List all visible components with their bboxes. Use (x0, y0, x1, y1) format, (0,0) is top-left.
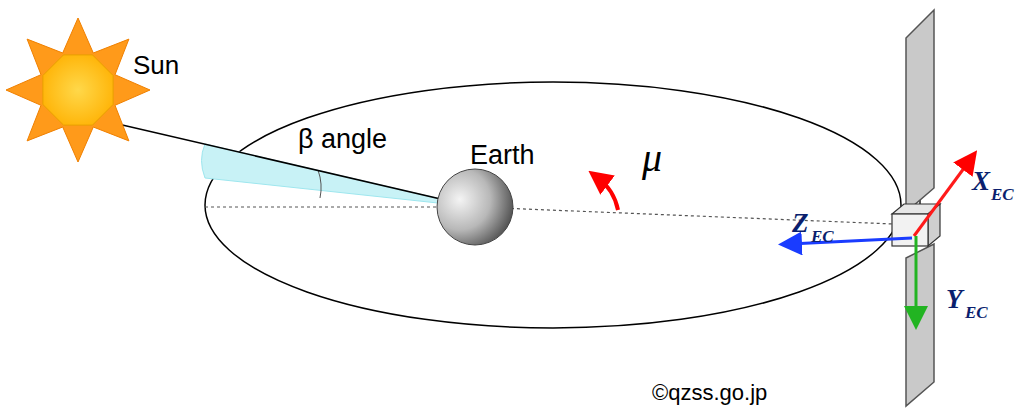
earth-label: Earth (470, 142, 535, 169)
axis-subscript: EC (991, 186, 1014, 203)
axis-subscript: EC (965, 304, 988, 321)
axis-letter: X (972, 168, 990, 195)
plane-line (205, 207, 475, 208)
angle-arc (318, 170, 321, 198)
y-axis-arrow (915, 236, 918, 318)
sun-rays (6, 18, 150, 162)
solar-panel (906, 244, 934, 406)
solar-panel (906, 10, 934, 212)
axis-letter: Y (946, 286, 963, 313)
mu-label: μ (642, 138, 662, 178)
axis-subscript: EC (811, 228, 834, 245)
axis-letter: Z (792, 210, 809, 237)
x-axis-arrow (914, 160, 970, 236)
earth-sphere (437, 169, 513, 245)
beta-angle-label: β angle (298, 126, 387, 153)
sun-line (118, 124, 475, 207)
earth-satellite-line (475, 207, 893, 224)
copyright-note: ©qzss.go.jp (652, 382, 767, 404)
mu-arrow (598, 178, 618, 210)
z-axis-arrow (790, 238, 912, 244)
sun-label: Sun (133, 52, 179, 78)
sun-icon (6, 18, 150, 162)
satellite-body-front (892, 214, 928, 246)
orbit-ellipse (205, 82, 901, 328)
sun-disc (43, 55, 113, 125)
